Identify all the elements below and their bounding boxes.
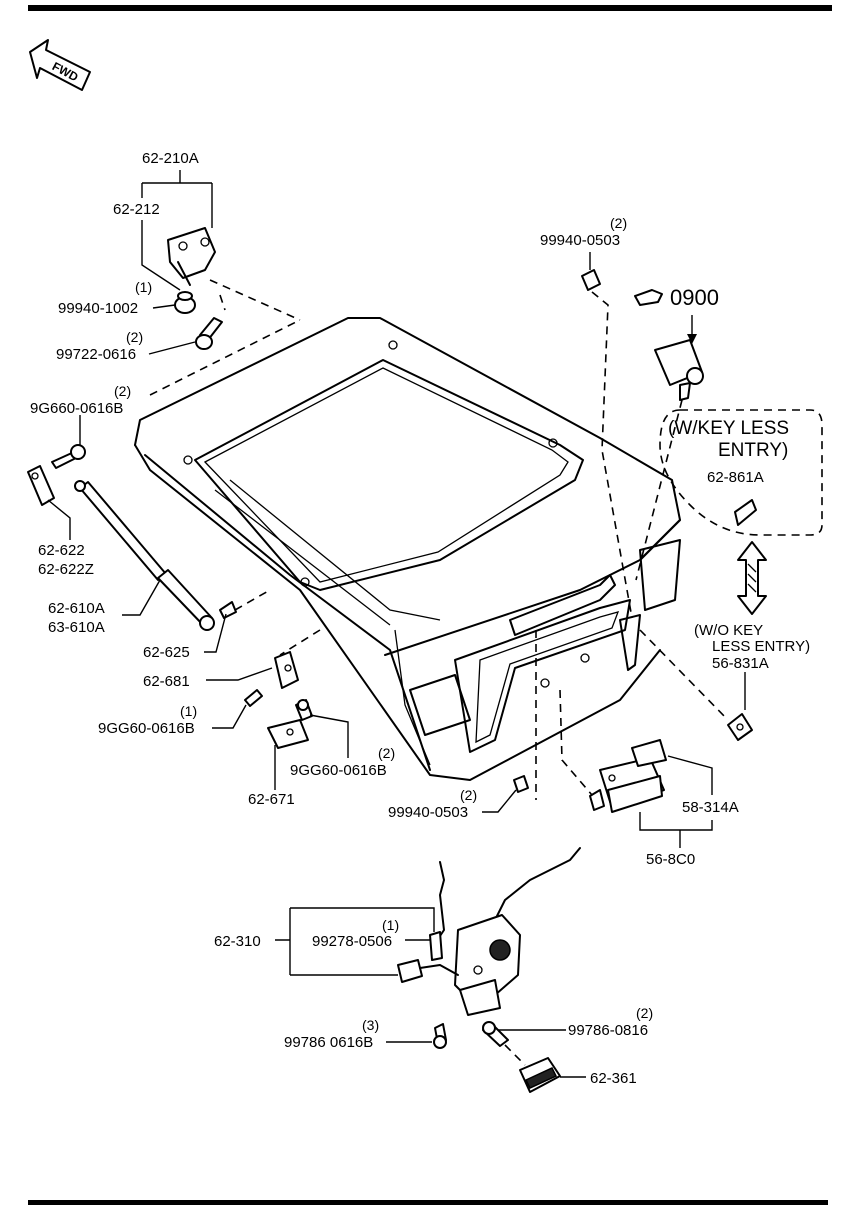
label-63-610A: 63-610A [48,619,105,636]
key-icon [634,289,663,306]
qty-3: (3) [362,1017,379,1033]
qty-1-a: (1) [135,279,152,295]
label-62-622: 62-622 [38,542,85,559]
label-99940-0503-lower: 99940-0503 [388,804,468,821]
label-0900: 0900 [670,285,719,310]
label-62-361: 62-361 [590,1070,637,1087]
keyless-without-title-line2: LESS ENTRY) [712,638,810,655]
label-62-681: 62-681 [143,673,190,690]
label-9GG60-0616B-b: 9GG60-0616B [290,762,387,779]
label-9GG60-0616B-a: 9GG60-0616B [98,720,195,737]
striker-part [519,1057,561,1093]
liftgate-panel [134,317,681,781]
gas-strut-part [74,480,215,631]
latch-body-part [454,914,521,1016]
label-99786-0816: 99786-0816 [568,1022,648,1039]
switch-screw-part [589,789,605,811]
hinge-nut-part [174,291,196,314]
latch-clip-part [429,931,443,961]
label-62-310: 62-310 [214,933,261,950]
small-screw-b-part [295,699,313,721]
key-cylinder-part [654,339,704,401]
qty-2-b: (2) [114,383,131,399]
ball-stud-part [219,601,237,619]
upper-nut-part [581,269,601,291]
lower-nut-part [513,775,529,793]
label-62-625: 62-625 [143,644,190,661]
garnish-cap-part [727,713,753,741]
strut-bracket-part [27,465,55,506]
striker-bracket-part [267,719,309,749]
label-99940-0503-upper: 99940-0503 [540,232,620,249]
latch-bolt-a-part [433,1023,447,1049]
keyless-with-title-line1: (W/KEY LESS [668,418,789,439]
hinge-bolt-part [195,317,223,350]
latch-bolt-b-part [482,1021,509,1047]
qty-1-c: (1) [382,917,399,933]
label-62-210A: 62-210A [142,150,199,167]
strut-bolt-upper-part [51,444,86,469]
label-58-314A: 58-314A [682,799,739,816]
fwd-arrow-icon: FWD [29,39,91,91]
label-99786-0616B: 99786 0616B [284,1034,373,1051]
label-62-610A: 62-610A [48,600,105,617]
keyless-entry-box: (W/KEY LESS ENTRY) 62-861A [659,409,823,536]
label-62-622Z: 62-622Z [38,561,94,578]
hinge-part [167,227,216,286]
latch-connector-part [397,959,459,983]
qty-2-f: (2) [636,1005,653,1021]
label-99278-0506: 99278-0506 [312,933,392,950]
latch-rod-part [435,861,445,943]
label-9G660-0616B: 9G660-0616B [30,400,123,417]
keyless-without-part: 56-831A [712,655,769,672]
opener-switch-part [599,739,667,813]
exchange-arrow-icon [737,541,767,615]
small-screw-a-part [244,689,263,707]
bottom-border-rule [28,1200,828,1205]
qty-2-d: (2) [460,787,477,803]
label-99940-1002: 99940-1002 [58,300,138,317]
top-border-rule [28,5,832,11]
keyless-with-part: 62-861A [707,469,764,486]
qty-1-b: (1) [180,703,197,719]
keyless-with-title-line2: ENTRY) [718,440,788,461]
qty-2-e: (2) [610,215,627,231]
leader-lines [47,170,713,1078]
label-62-212: 62-212 [113,201,160,218]
label-62-671: 62-671 [248,791,295,808]
label-99722-0616: 99722-0616 [56,346,136,363]
qty-2-c: (2) [378,745,395,761]
qty-2-a: (2) [126,329,143,345]
latch-cable-part [494,847,581,921]
bumper-stop-part [274,651,299,689]
label-56-8C0: 56-8C0 [646,851,695,868]
keyless-without-title-line1: (W/O KEY [694,622,763,639]
